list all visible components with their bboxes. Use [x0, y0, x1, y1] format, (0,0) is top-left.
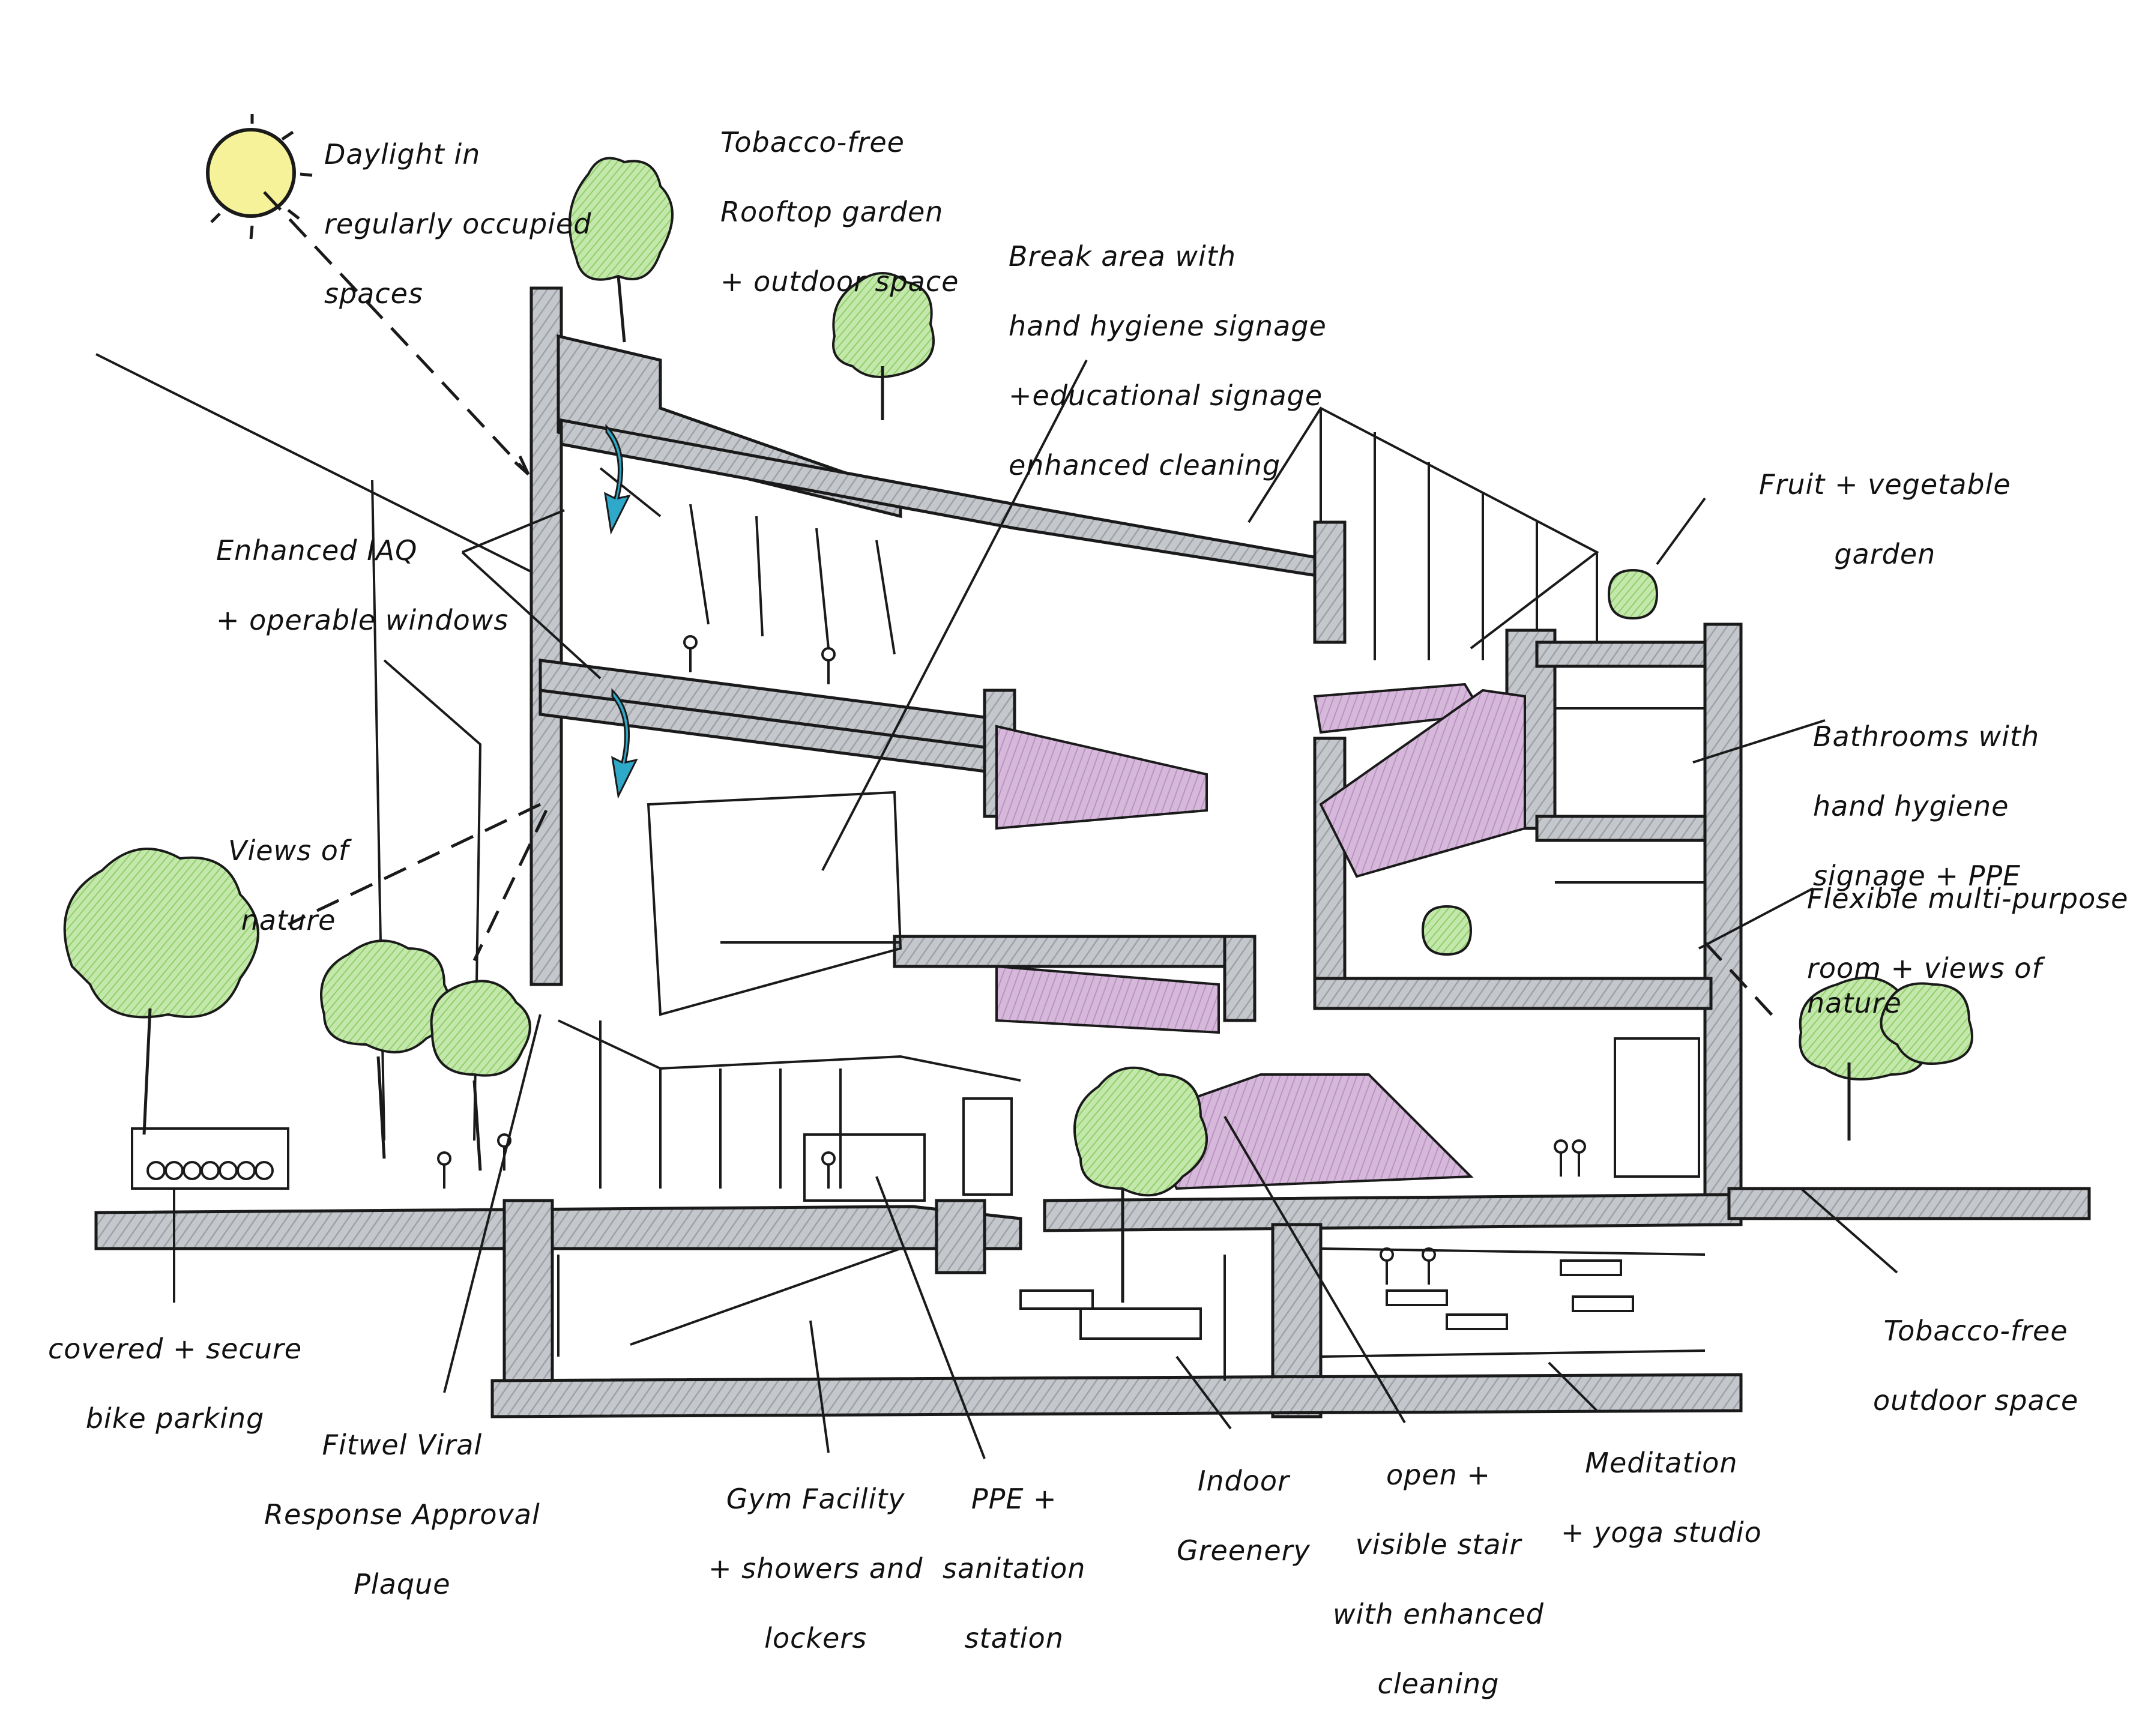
label-tobacco-free-outdoor: Tobacco-free outdoor space	[1873, 1279, 2078, 1453]
label-line: Views of	[228, 834, 349, 867]
label-line: Flexible multi-purpose	[1807, 882, 2129, 915]
label-line: + showers and	[708, 1552, 923, 1585]
label-line: enhanced cleaning	[1009, 449, 1281, 481]
label-line: Indoor	[1197, 1465, 1290, 1497]
label-line: +educational signage	[1009, 379, 1323, 412]
label-line: Plaque	[354, 1568, 451, 1600]
label-line: outdoor space	[1873, 1384, 2079, 1417]
label-line: room + views of nature	[1807, 952, 2042, 1019]
label-line: Break area with	[1009, 240, 1237, 273]
section-drawing	[63, 114, 2091, 1459]
label-line: sanitation	[943, 1552, 1086, 1585]
label-line: Tobacco-free	[720, 126, 905, 158]
label-fitwel-plaque: Fitwel Viral Response Approval Plaque	[264, 1393, 540, 1636]
label-line: cleaning	[1377, 1668, 1500, 1700]
building-section-sketch: Daylight in regularly occupied spaces To…	[48, 90, 2145, 1700]
label-line: regularly occupied	[324, 208, 592, 240]
label-line: Bathrooms with	[1813, 720, 2040, 753]
label-line: signage + PPE	[1813, 860, 2021, 892]
leader-lines	[173, 360, 1898, 1459]
label-line: Greenery	[1177, 1534, 1311, 1567]
label-line: Rooftop garden	[720, 196, 944, 228]
label-line: nature	[241, 904, 336, 936]
label-flexible-room: Flexible multi-purpose room + views of n…	[1807, 846, 2145, 1055]
label-line: Gym Facility	[726, 1483, 905, 1515]
label-line: covered + secure	[48, 1333, 303, 1365]
label-line: Meditation	[1585, 1447, 1738, 1479]
label-line: station	[964, 1622, 1064, 1654]
label-meditation-studio: Meditation + yoga studio	[1561, 1411, 1762, 1585]
label-line: Fruit + vegetable	[1759, 468, 2011, 501]
label-line: + yoga studio	[1561, 1516, 1762, 1549]
label-line: Enhanced IAQ	[216, 534, 418, 567]
label-line: open +	[1386, 1459, 1491, 1491]
sun-icon	[206, 114, 313, 240]
label-line: + outdoor space	[720, 265, 959, 298]
label-enhanced-iaq: Enhanced IAQ + operable windows	[216, 498, 508, 672]
label-ppe-station: PPE + sanitation station	[943, 1447, 1085, 1690]
label-line: hand hygiene	[1813, 790, 2009, 822]
label-line: lockers	[764, 1622, 867, 1654]
label-fruit-garden: Fruit + vegetable garden	[1759, 432, 2011, 606]
airflow-arrow-icon	[604, 424, 638, 799]
label-line: Tobacco-free	[1883, 1315, 2068, 1347]
interior-stair-volumes	[995, 683, 1526, 1190]
daylight-ray	[263, 191, 529, 475]
label-line: spaces	[324, 277, 423, 310]
view-lines	[287, 803, 1778, 1022]
label-line: PPE +	[971, 1483, 1057, 1515]
label-gym-facility: Gym Facility + showers and lockers	[708, 1447, 923, 1690]
structure-concrete	[94, 286, 2091, 1418]
label-line: garden	[1834, 538, 1936, 570]
label-break-area: Break area with hand hygiene signage +ed…	[1009, 204, 1327, 517]
label-line: bike parking	[85, 1402, 265, 1435]
label-bathrooms: Bathrooms with hand hygiene signage + PP…	[1813, 684, 2039, 928]
tree-icon	[63, 157, 1973, 1197]
label-daylight: Daylight in regularly occupied spaces	[324, 102, 591, 346]
bike-rack-icon	[131, 1127, 289, 1190]
label-line: Daylight in	[324, 138, 481, 170]
label-open-stair: open + visible stair with enhanced clean…	[1333, 1423, 1544, 1736]
tree-trunks	[142, 276, 1851, 1303]
label-line: with enhanced	[1333, 1598, 1544, 1630]
label-line: visible stair	[1355, 1528, 1522, 1561]
label-indoor-greenery: Indoor Greenery	[1177, 1429, 1311, 1603]
label-line: Response Approval	[264, 1498, 540, 1531]
label-rooftop-garden: Tobacco-free Rooftop garden + outdoor sp…	[720, 90, 959, 334]
label-bike-parking: covered + secure bike parking	[48, 1297, 302, 1471]
label-line: + operable windows	[216, 604, 509, 636]
label-line: hand hygiene signage	[1009, 310, 1327, 342]
label-views-of-nature: Views of nature	[228, 798, 349, 972]
label-line: Fitwel Viral	[322, 1429, 483, 1461]
